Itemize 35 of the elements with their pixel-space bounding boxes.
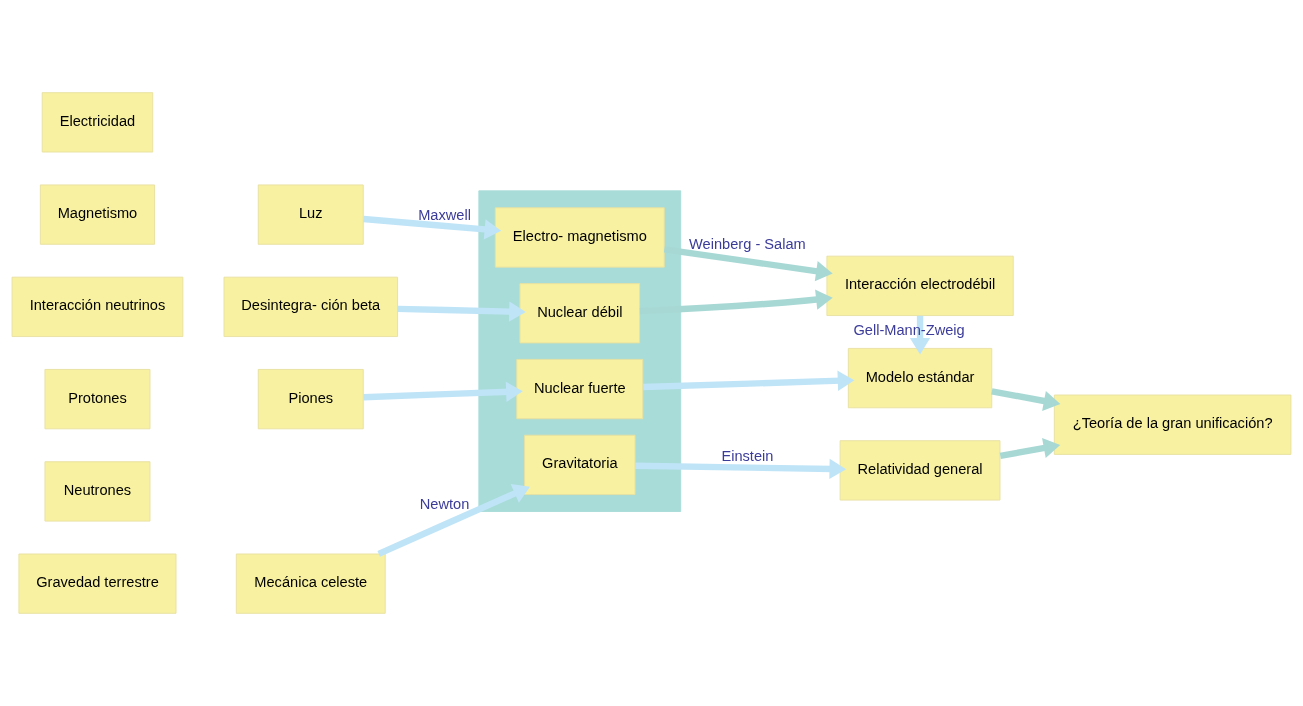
node-box: Neutrones xyxy=(44,461,151,522)
edge-label: Einstein xyxy=(721,448,774,465)
node-box: Nuclear fuerte xyxy=(516,358,644,420)
arrow xyxy=(991,388,1061,411)
node-box: Mecánica celeste xyxy=(235,553,386,614)
node-box: Magnetismo xyxy=(39,184,155,245)
arrow xyxy=(639,289,833,315)
arrow xyxy=(909,315,931,355)
edge-label: Newton xyxy=(419,495,470,512)
arrow xyxy=(363,215,502,240)
node-box: Electricidad xyxy=(41,92,154,153)
arrow xyxy=(397,301,526,322)
arrow xyxy=(363,381,523,402)
node-box: Luz xyxy=(257,184,364,245)
node-box: Modelo estándar xyxy=(847,347,993,409)
node-box: Gravedad terrestre xyxy=(18,553,177,614)
node-box: Interacción electrodébil xyxy=(826,255,1014,316)
arrow xyxy=(999,437,1061,460)
edge-label: Gell-Mann-Zweig xyxy=(853,322,965,339)
node-box: Gravitatoria xyxy=(524,434,636,496)
node-box: Electro- magnetismo xyxy=(494,207,665,268)
node-box: ¿Teoría de la gran unificación? xyxy=(1053,394,1292,455)
node-box: Protones xyxy=(44,369,151,430)
node-box: Desintegra- ción beta xyxy=(223,276,398,337)
node-box: Interacción neutrinos xyxy=(11,276,184,337)
edge-label: Maxwell xyxy=(418,206,471,223)
arrow xyxy=(663,246,833,282)
node-box: Piones xyxy=(257,369,364,430)
arrow xyxy=(377,484,530,557)
arrow xyxy=(635,458,847,480)
node-box: Nuclear débil xyxy=(519,283,641,344)
cluster xyxy=(478,190,682,512)
edge-label: Weinberg - Salam xyxy=(689,236,806,253)
arrow xyxy=(643,370,855,391)
node-box: Relatividad general xyxy=(839,440,1001,501)
